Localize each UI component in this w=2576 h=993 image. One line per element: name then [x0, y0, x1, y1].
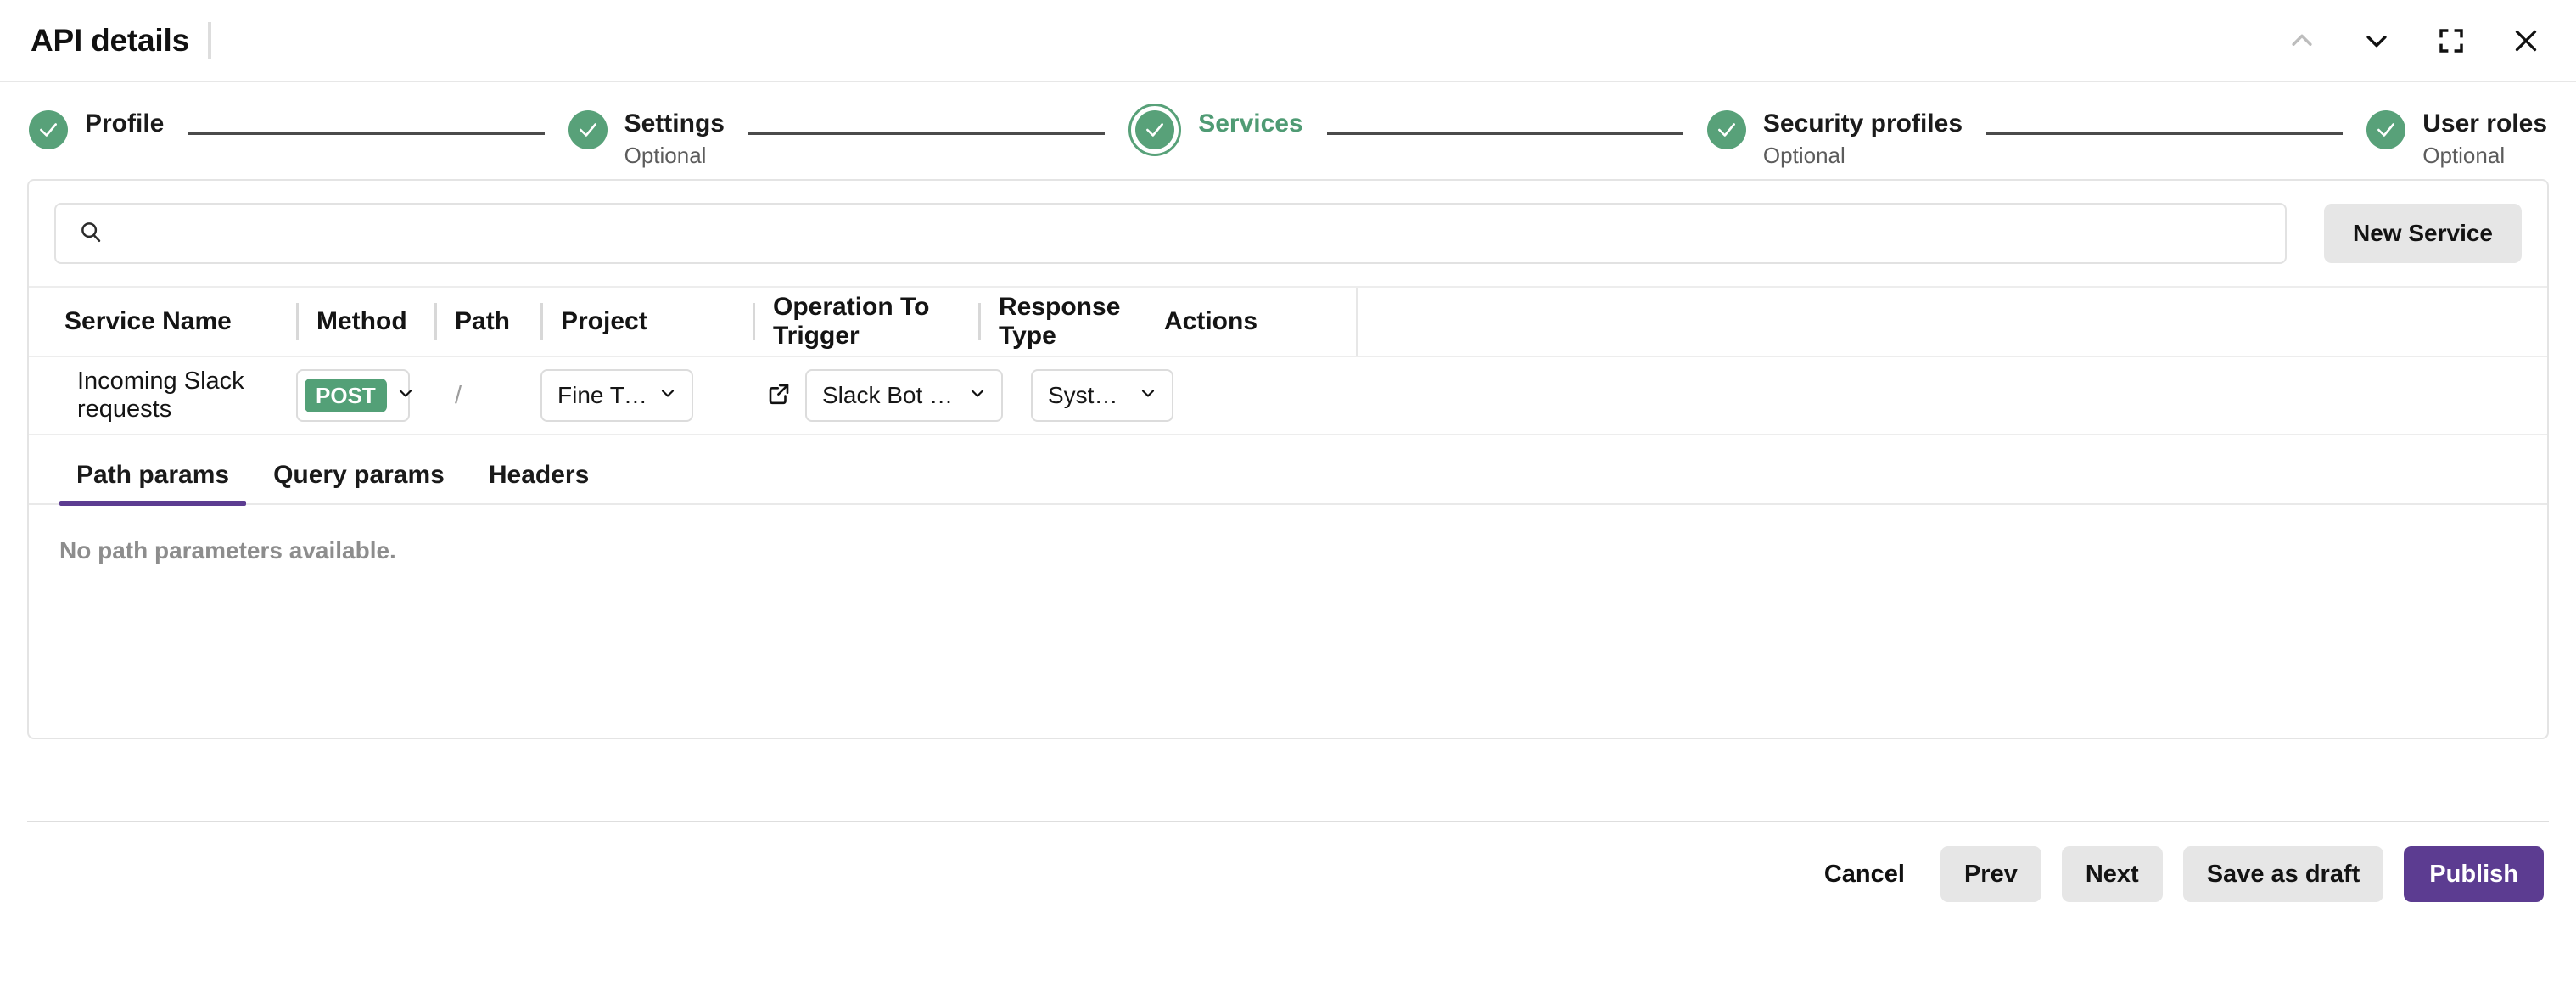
services-card: New Service Service Name Method Path Pro…: [27, 179, 2549, 739]
step-settings-labels: Settings Optional: [624, 104, 725, 168]
check-icon: [1135, 110, 1175, 149]
check-icon: [1706, 110, 1746, 149]
step-settings-status: [568, 110, 608, 149]
step-connector-4: [1986, 132, 2344, 135]
footer-divider: [27, 821, 2549, 822]
operation-select[interactable]: Slack Bot Request: [805, 369, 1003, 422]
cell-project: Fine Tune LLM…: [540, 357, 753, 434]
response-type-select-value: System Vari…: [1048, 382, 1129, 408]
next-button[interactable]: Next: [2061, 846, 2163, 902]
step-connector-2: [748, 132, 1106, 135]
wizard-stepper: Profile Settings Optional Services: [0, 82, 2576, 172]
step-label: Profile: [85, 109, 165, 137]
fullscreen-icon[interactable]: [2432, 21, 2471, 60]
step-settings[interactable]: Settings Optional: [568, 104, 725, 168]
cancel-button[interactable]: Cancel: [1809, 846, 1920, 902]
search-input[interactable]: [119, 220, 2263, 247]
operation-select-value: Slack Bot Request: [822, 382, 959, 408]
cell-operation-to-trigger: Slack Bot Request: [805, 357, 1031, 434]
response-type-select[interactable]: System Vari…: [1031, 369, 1173, 422]
method-select[interactable]: POST: [296, 369, 412, 422]
title-group: API details: [31, 21, 211, 59]
check-icon: [2366, 110, 2406, 149]
cell-method: POST: [296, 357, 434, 434]
services-toolbar: New Service: [29, 181, 2547, 286]
step-connector-3: [1326, 132, 1683, 135]
prev-button[interactable]: Prev: [1940, 846, 2041, 902]
cell-service-name: Incoming Slack requests: [77, 367, 244, 423]
project-select[interactable]: Fine Tune LLM…: [540, 369, 693, 422]
tab-query-params[interactable]: Query params: [273, 461, 445, 489]
step-profile[interactable]: Profile: [29, 104, 164, 149]
publish-button[interactable]: Publish: [2404, 846, 2544, 902]
actions-column-divider: [1356, 288, 1358, 356]
check-icon: [568, 110, 608, 149]
open-project-link[interactable]: [753, 357, 805, 434]
column-header-project: Project: [540, 288, 753, 356]
chevron-up-icon[interactable]: [2282, 21, 2321, 60]
table-row: Incoming Slack requests POST / Fine Tune…: [29, 357, 2547, 435]
params-tabs: Path params Query params Headers: [29, 435, 2547, 506]
step-label: Services: [1198, 109, 1303, 137]
new-service-button[interactable]: New Service: [2324, 204, 2522, 263]
window-title-bar: API details: [0, 0, 2576, 82]
wizard-footer: Cancel Prev Next Save as draft Publish: [0, 822, 2576, 902]
step-services-status: [1128, 104, 1182, 156]
cell-response-type: System Vari…: [1031, 357, 1196, 434]
tab-headers[interactable]: Headers: [488, 461, 590, 489]
chevron-down-icon: [967, 382, 988, 409]
step-user-roles[interactable]: User roles Optional: [2366, 104, 2547, 168]
chevron-down-icon: [658, 382, 678, 409]
method-badge: POST: [305, 379, 387, 412]
external-link-icon: [766, 381, 792, 411]
tab-path-params[interactable]: Path params: [54, 463, 251, 506]
step-connector-1: [188, 132, 545, 135]
step-services-labels: Services: [1198, 104, 1302, 138]
chevron-down-icon: [395, 382, 416, 409]
search-box[interactable]: [54, 203, 2287, 264]
title-divider: [207, 21, 211, 59]
path-params-empty-message: No path parameters available.: [59, 537, 396, 564]
step-security-profiles-labels: Security profiles Optional: [1763, 104, 1963, 168]
step-sublabel: Optional: [624, 142, 707, 168]
services-table-header: Service Name Method Path Project Operati…: [29, 286, 2547, 357]
step-services[interactable]: Services: [1128, 104, 1303, 156]
step-sublabel: Optional: [2422, 142, 2506, 168]
chevron-down-icon: [1138, 382, 1158, 409]
step-label: User roles: [2422, 109, 2547, 137]
column-header-operation-to-trigger: Operation To Trigger: [753, 288, 978, 356]
check-icon: [29, 110, 68, 149]
column-header-method: Method: [296, 288, 434, 356]
step-user-roles-status: [2366, 110, 2406, 149]
step-label: Security profiles: [1762, 109, 1963, 137]
project-select-value: Fine Tune LLM…: [557, 382, 649, 408]
close-icon[interactable]: [2506, 21, 2545, 60]
step-user-roles-labels: User roles Optional: [2422, 104, 2547, 168]
step-profile-labels: Profile: [85, 104, 164, 138]
save-as-draft-button[interactable]: Save as draft: [2182, 846, 2384, 902]
step-label: Settings: [624, 109, 725, 137]
cell-path: /: [455, 381, 462, 409]
column-header-actions: Actions: [1164, 307, 1258, 335]
column-header-path: Path: [434, 288, 540, 356]
step-security-profiles-status: [1706, 110, 1746, 149]
window-controls: [2282, 21, 2545, 60]
column-header-service-name: Service Name: [64, 307, 232, 335]
step-sublabel: Optional: [1762, 142, 1845, 168]
chevron-down-icon[interactable]: [2357, 21, 2396, 60]
search-icon: [78, 219, 104, 249]
step-security-profiles[interactable]: Security profiles Optional: [1706, 104, 1963, 168]
page-title: API details: [31, 22, 189, 58]
step-profile-status: [29, 110, 68, 149]
column-header-response-type: Response Type: [978, 288, 1144, 356]
